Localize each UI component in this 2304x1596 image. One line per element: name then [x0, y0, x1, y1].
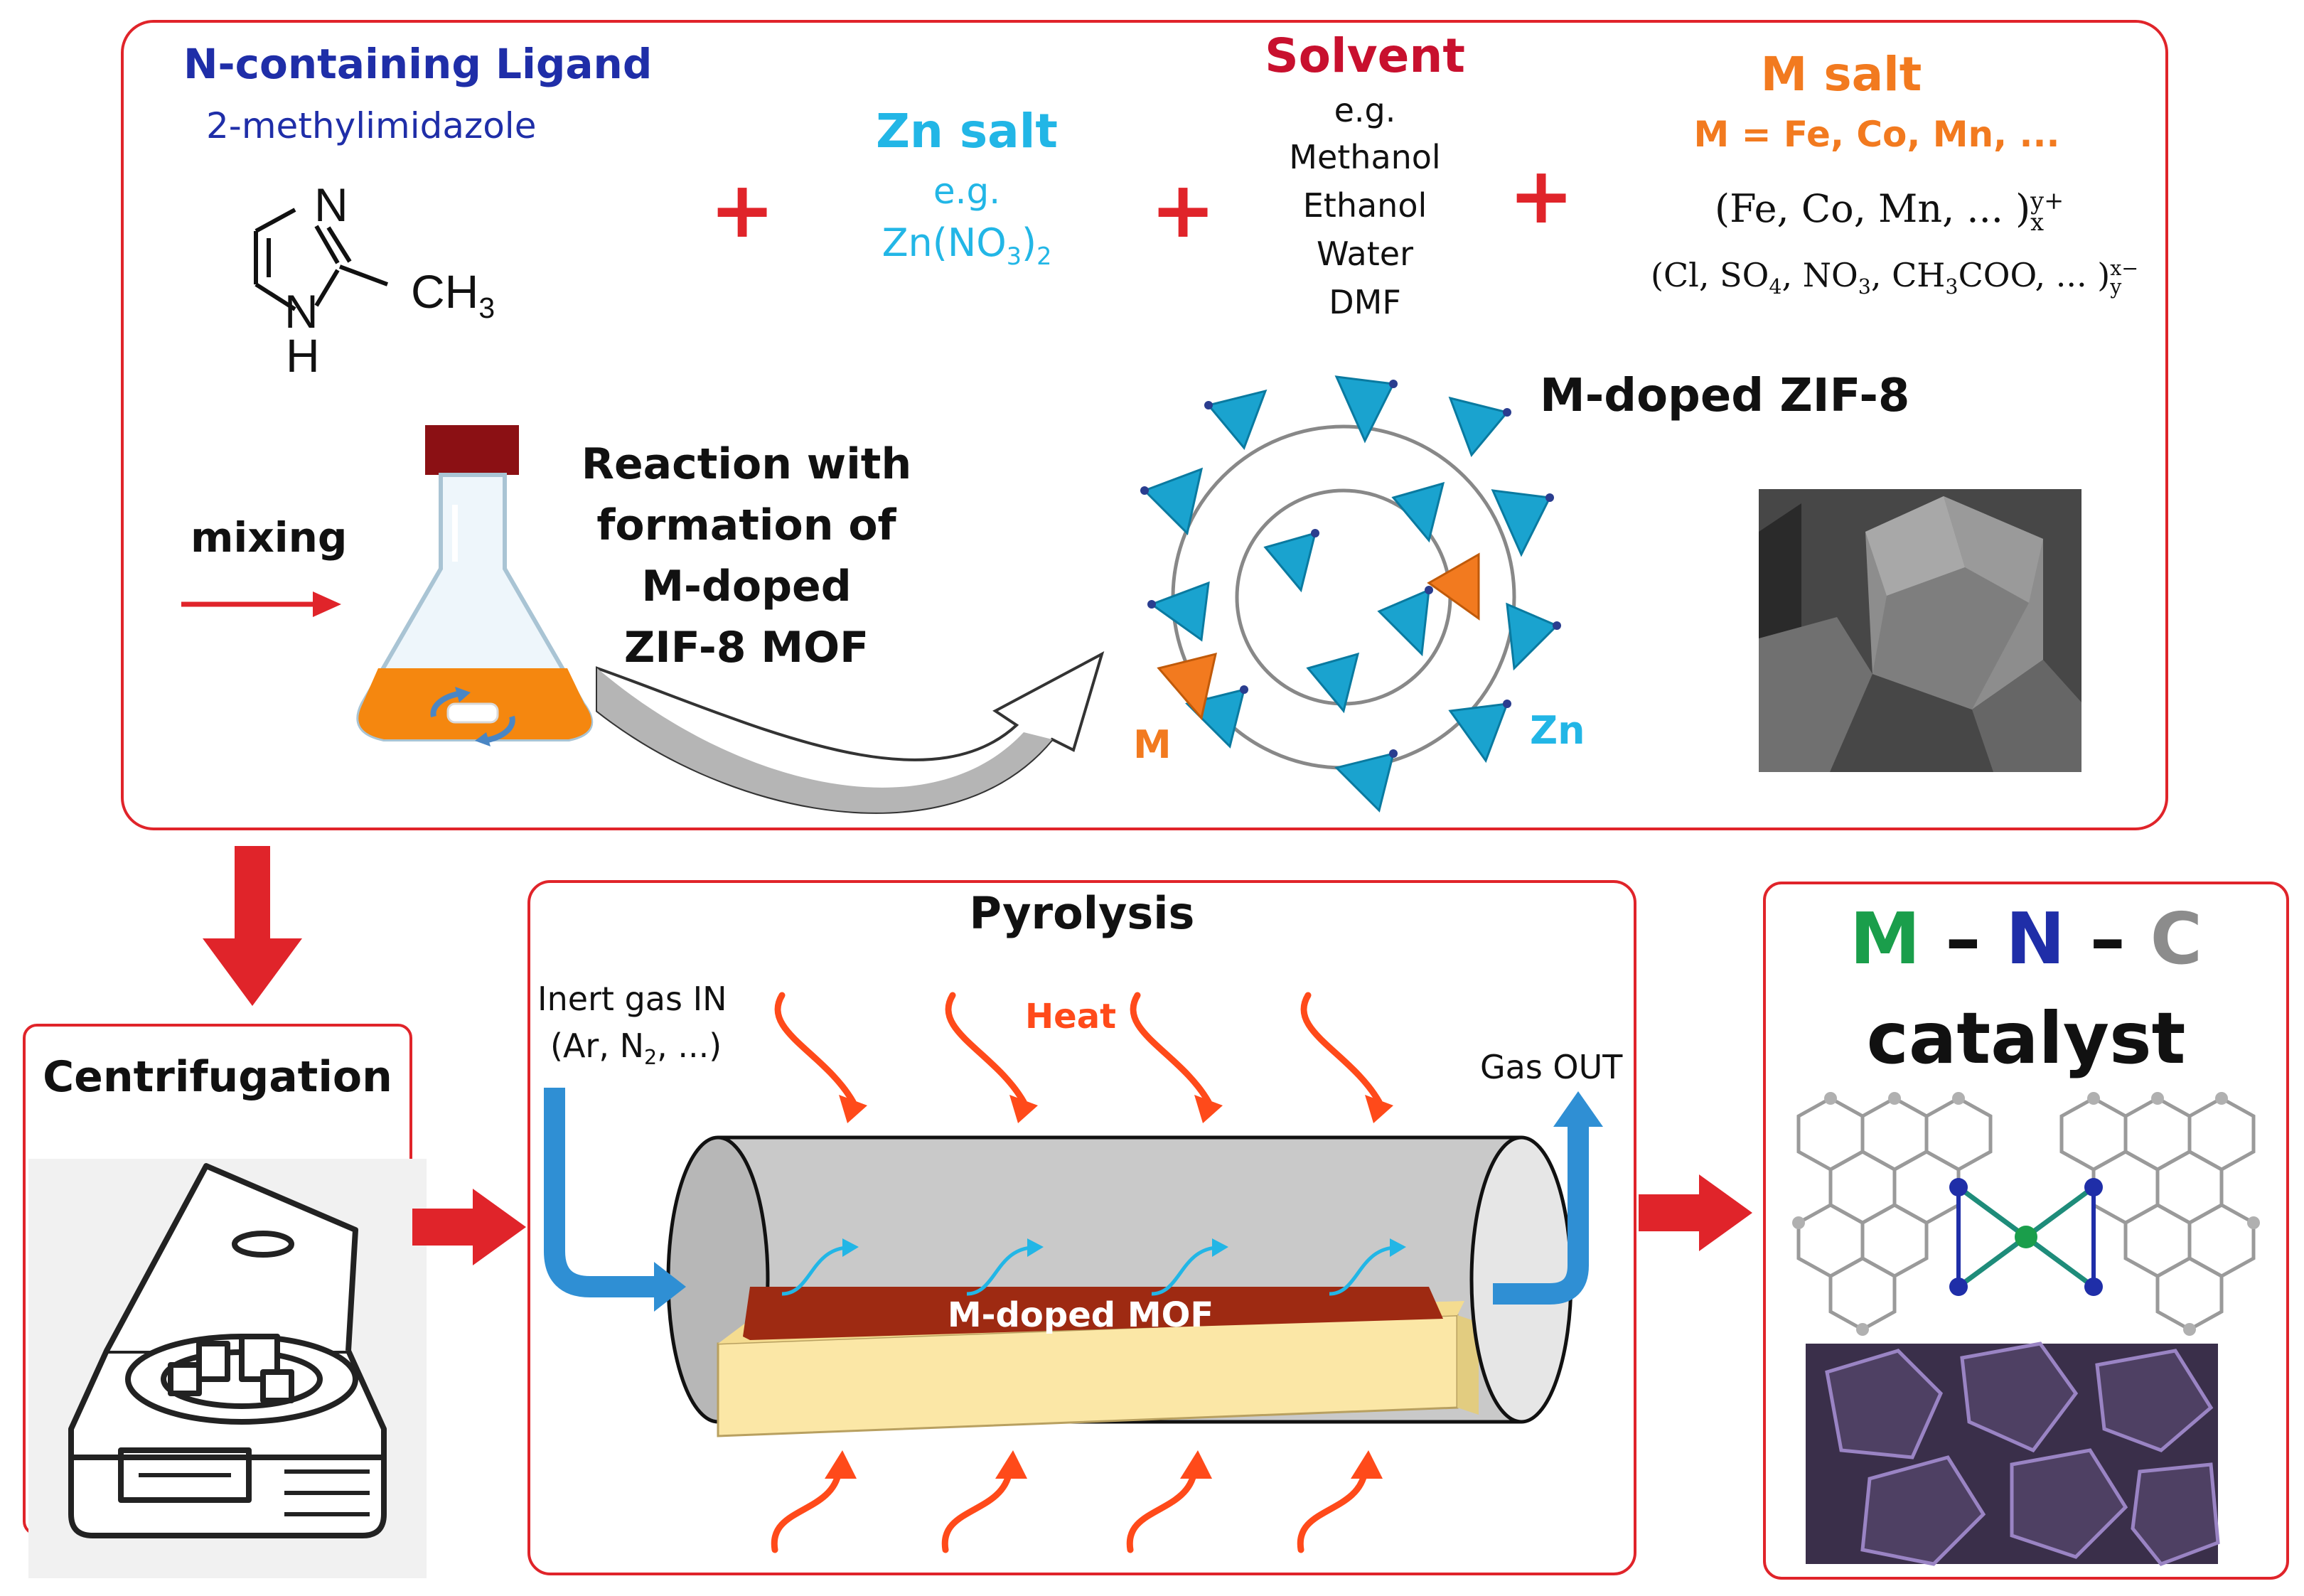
imidazole-atom-h: H — [286, 329, 320, 382]
reaction-line-3: M-doped — [641, 562, 852, 611]
pyrolysis-title: Pyrolysis — [969, 887, 1195, 939]
graphene-mn4-structure — [1792, 1092, 2260, 1336]
gas-out-label: Gas OUT — [1480, 1048, 1623, 1086]
down-arrow — [203, 846, 302, 1006]
mixing-label: mixing — [191, 513, 348, 562]
imidazole-atom-n3: N — [314, 178, 348, 231]
right-arrow-2 — [1639, 1174, 1752, 1251]
solvent-item-water: Water — [1317, 235, 1413, 273]
right-arrow-1 — [412, 1189, 526, 1265]
plus-1: + — [709, 164, 776, 255]
reaction-line-1: Reaction with — [581, 439, 912, 489]
zn-salt-formula: Zn(NO3)2 — [882, 220, 1052, 270]
m-salt-definition: M = Fe, Co, Mn, ... — [1693, 114, 2060, 155]
catalyst-label: catalyst — [1866, 997, 2186, 1080]
m-salt-anion-formula: (Cl, SO4, NO3, CH3COO, ... )x−y — [1651, 256, 2139, 299]
plus-3: + — [1509, 150, 1575, 241]
m-salt-cation-formula: (Fe, Co, Mn, ... )y+x — [1715, 186, 2064, 236]
ligand-name: 2-methylimidazole — [206, 105, 537, 146]
solvent-eg: e.g. — [1334, 91, 1396, 129]
reaction-line-4: ZIF-8 MOF — [623, 623, 869, 673]
plus-2: + — [1150, 164, 1216, 255]
flask-icon — [356, 425, 594, 746]
curved-arrow — [596, 650, 1105, 814]
solvent-item-methanol: Methanol — [1289, 138, 1441, 176]
imidazole-methyl: CH3 — [411, 265, 495, 325]
catalyst-sem-image — [1806, 1341, 2220, 1566]
solvent-title: Solvent — [1265, 28, 1465, 83]
mof-label: M-doped MOF — [947, 1295, 1214, 1335]
centrifugation-title: Centrifugation — [43, 1052, 392, 1102]
mnc-formula: M – N – C — [1850, 897, 2202, 980]
zif8-sem-image — [1759, 489, 2081, 772]
zif8-title: M-doped ZIF-8 — [1540, 370, 1910, 422]
solvent-item-ethanol: Ethanol — [1302, 186, 1427, 225]
ligand-title: N-containing Ligand — [183, 40, 653, 88]
m-salt-title: M salt — [1760, 47, 1922, 102]
solvent-item-dmf: DMF — [1329, 283, 1401, 321]
inert-gas-composition: (Ar, N2, ...) — [550, 1027, 722, 1070]
zif8-label-m: M — [1133, 722, 1172, 767]
zif8-framework — [1140, 375, 1561, 813]
imidazole-structure — [254, 208, 389, 311]
furnace-tube — [544, 992, 1603, 1553]
zif8-label-zn: Zn — [1530, 708, 1585, 753]
centrifuge-icon — [28, 1159, 427, 1578]
heat-label: Heat — [1025, 997, 1117, 1037]
zn-salt-title: Zn salt — [876, 104, 1058, 159]
inert-gas-label: Inert gas IN — [537, 980, 727, 1018]
zn-salt-eg: e.g. — [933, 171, 1001, 212]
reaction-line-2: formation of — [596, 500, 896, 550]
mixing-arrow — [181, 591, 341, 617]
imidazole-atom-n1: N — [284, 285, 318, 338]
